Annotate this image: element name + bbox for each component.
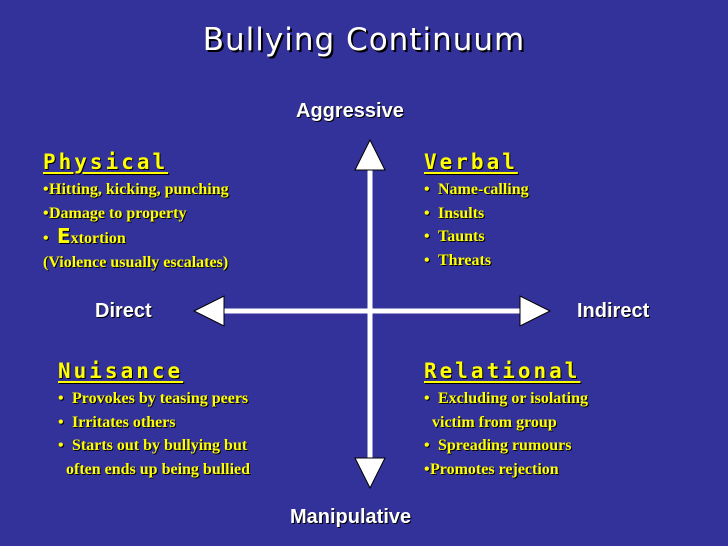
bullet-icon: • <box>58 437 64 454</box>
list-item: (Violence usually escalates) <box>43 253 229 271</box>
list-item: •Excluding or isolating <box>424 387 588 411</box>
axis-label-manipulative: Manipulative <box>290 506 412 528</box>
bullet-icon: • <box>58 413 64 431</box>
bullet-icon: • <box>58 390 64 407</box>
quadrant-verbal: Verbal •Name-calling •Insults •Taunts •T… <box>424 150 529 272</box>
heading-physical: Physical <box>43 150 169 174</box>
bullet-icon: • <box>424 204 430 222</box>
list-item: •Damage to property <box>43 202 229 226</box>
axis-label-aggressive: Aggressive <box>296 100 404 122</box>
bullet-icon: • <box>424 181 430 198</box>
bullet-icon: • <box>43 230 49 247</box>
arrow-down-icon <box>354 457 386 490</box>
heading-relational: Relational <box>424 359 581 383</box>
list-item: •Hitting, kicking, punching <box>43 178 229 202</box>
list-item: •Irritates others <box>58 411 250 435</box>
axis-label-direct: Direct <box>95 300 152 322</box>
list-item-continuation: often ends up being bullied <box>66 460 251 478</box>
bullet-icon: • <box>43 204 49 222</box>
list-item: •Insults <box>424 202 529 226</box>
extortion-rest: xtortion <box>70 230 126 247</box>
quadrant-relational: Relational •Excluding or isolating victi… <box>424 359 588 481</box>
bullet-icon: • <box>424 460 430 478</box>
extortion-initial: E <box>57 224 71 248</box>
arrow-up-icon <box>354 138 386 171</box>
list-item: •Threats <box>424 249 529 273</box>
list-item: •Name-calling <box>424 178 529 202</box>
list-item: •Spreading rumours <box>424 434 588 458</box>
list-item: •Promotes rejection <box>424 458 588 482</box>
quadrant-nuisance: Nuisance •Provokes by teasing peers •Irr… <box>58 359 250 481</box>
bullet-icon: • <box>424 437 430 454</box>
bullet-icon: • <box>424 390 430 407</box>
heading-nuisance: Nuisance <box>58 359 184 383</box>
slide-title: Bullying Continuum <box>202 22 526 58</box>
list-item-continuation: victim from group <box>432 413 557 431</box>
quadrant-physical: Physical •Hitting, kicking, punching •Da… <box>43 150 229 274</box>
bullet-icon: • <box>424 251 430 269</box>
arrow-right-icon <box>519 295 552 327</box>
list-item: •Starts out by bullying but <box>58 434 250 458</box>
axis-label-indirect: Indirect <box>577 300 650 322</box>
bullet-icon: • <box>43 181 49 198</box>
heading-verbal: Verbal <box>424 150 518 174</box>
arrow-left-icon <box>192 295 225 327</box>
bullet-icon: • <box>424 228 430 245</box>
list-item: •Provokes by teasing peers <box>58 387 250 411</box>
list-item: •Taunts <box>424 225 529 249</box>
list-item: • Extortion <box>43 224 229 251</box>
